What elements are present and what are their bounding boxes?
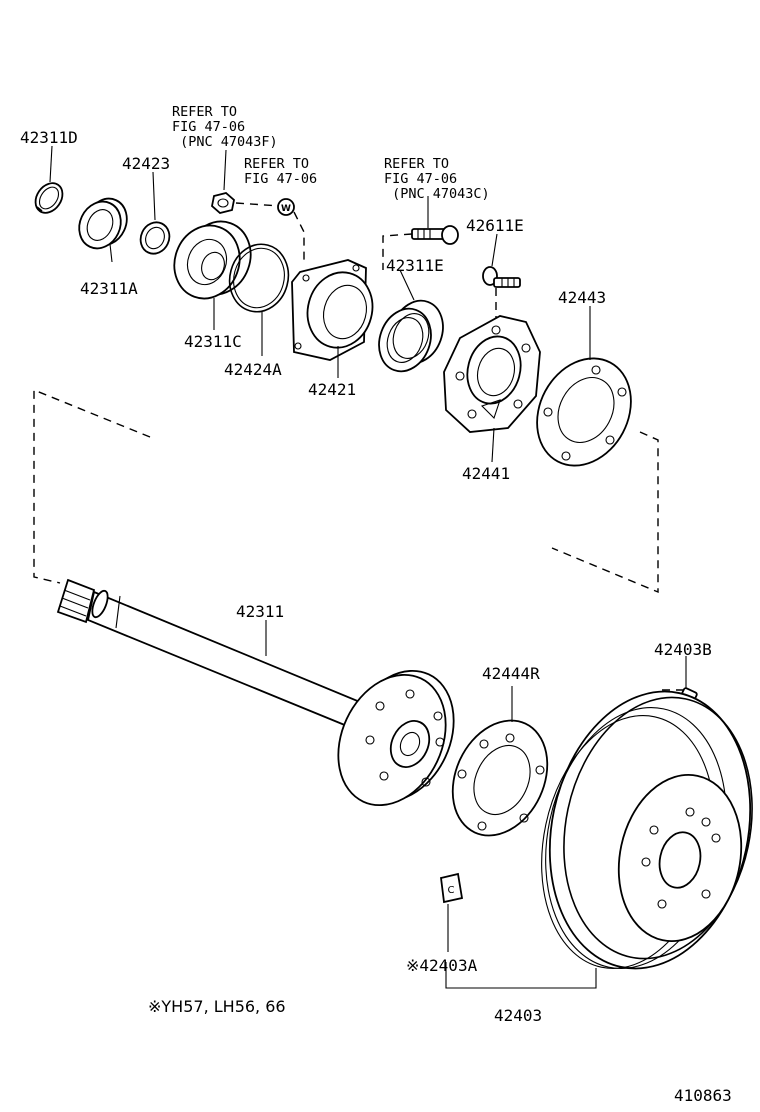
leader-lines <box>49 145 687 989</box>
snap-ring-42311d <box>34 182 64 214</box>
model-footnote: ※YH57, LH56, 66 <box>148 997 286 1016</box>
axle-flange <box>337 669 455 807</box>
refer-note-3-line-3: (PNC 47043C) <box>384 186 490 202</box>
part-labels: 42311D 42423 42311A 42311C 42424A 42421 … <box>20 128 712 1025</box>
refer-note-1: REFER TO FIG 47-06 (PNC 47043F) <box>172 104 278 150</box>
label-42403a: ※42403A <box>406 956 478 975</box>
brake-drum-42403 <box>541 690 753 970</box>
label-42443: 42443 <box>558 288 606 307</box>
washer-mark-icon: W <box>277 198 295 216</box>
oil-seal-42311a <box>78 197 128 250</box>
label-42311a: 42311A <box>80 279 138 298</box>
label-42403b: 42403B <box>654 640 712 659</box>
label-42311c: 42311C <box>184 332 242 351</box>
assembly-dashed-lines <box>33 202 684 840</box>
label-42311e: 42311E <box>386 256 444 275</box>
label-42311d: 42311D <box>20 128 78 147</box>
label-42441: 42441 <box>462 464 510 483</box>
refer-note-2-line-2: FIG 47-06 <box>244 171 317 187</box>
label-42311: 42311 <box>236 602 284 621</box>
refer-note-3: REFER TO FIG 47-06 (PNC 47043C) <box>384 156 490 202</box>
label-42423: 42423 <box>122 154 170 173</box>
clip-mark-text: C <box>448 885 455 896</box>
refer-note-1-line-1: REFER TO <box>172 104 237 120</box>
gasket-42444r <box>451 719 549 837</box>
retainer-42423 <box>139 221 171 255</box>
bolt-47043c <box>411 225 459 245</box>
label-42403: 42403 <box>494 1006 542 1025</box>
label-42421: 42421 <box>308 380 356 399</box>
label-42611e: 42611E <box>466 216 524 235</box>
refer-note-1-line-2: FIG 47-06 <box>172 119 245 135</box>
washer-mark-text: W <box>281 204 291 214</box>
label-42444r: 42444R <box>482 664 540 683</box>
refer-note-3-line-1: REFER TO <box>384 156 449 172</box>
backing-plate-42441 <box>443 315 541 433</box>
refer-note-2-line-1: REFER TO <box>244 156 309 172</box>
refer-note-1-line-3: (PNC 47043F) <box>172 134 278 150</box>
hub-bolt-42611e <box>482 266 521 288</box>
figure-id: 410863 <box>674 1086 732 1105</box>
refer-note-3-line-2: FIG 47-06 <box>384 171 457 187</box>
housing-42421 <box>291 259 374 361</box>
label-42424a: 42424A <box>224 360 282 379</box>
axle-shaft-42311 <box>56 578 362 730</box>
gasket-42443 <box>536 357 632 467</box>
bearing-42311c <box>173 220 252 300</box>
o-ring-42424a <box>228 243 290 313</box>
clip-mark-icon: C <box>440 872 464 904</box>
nut-icon <box>211 192 235 214</box>
refer-note-2: REFER TO FIG 47-06 <box>244 156 317 187</box>
bearing-42311e <box>378 299 444 373</box>
